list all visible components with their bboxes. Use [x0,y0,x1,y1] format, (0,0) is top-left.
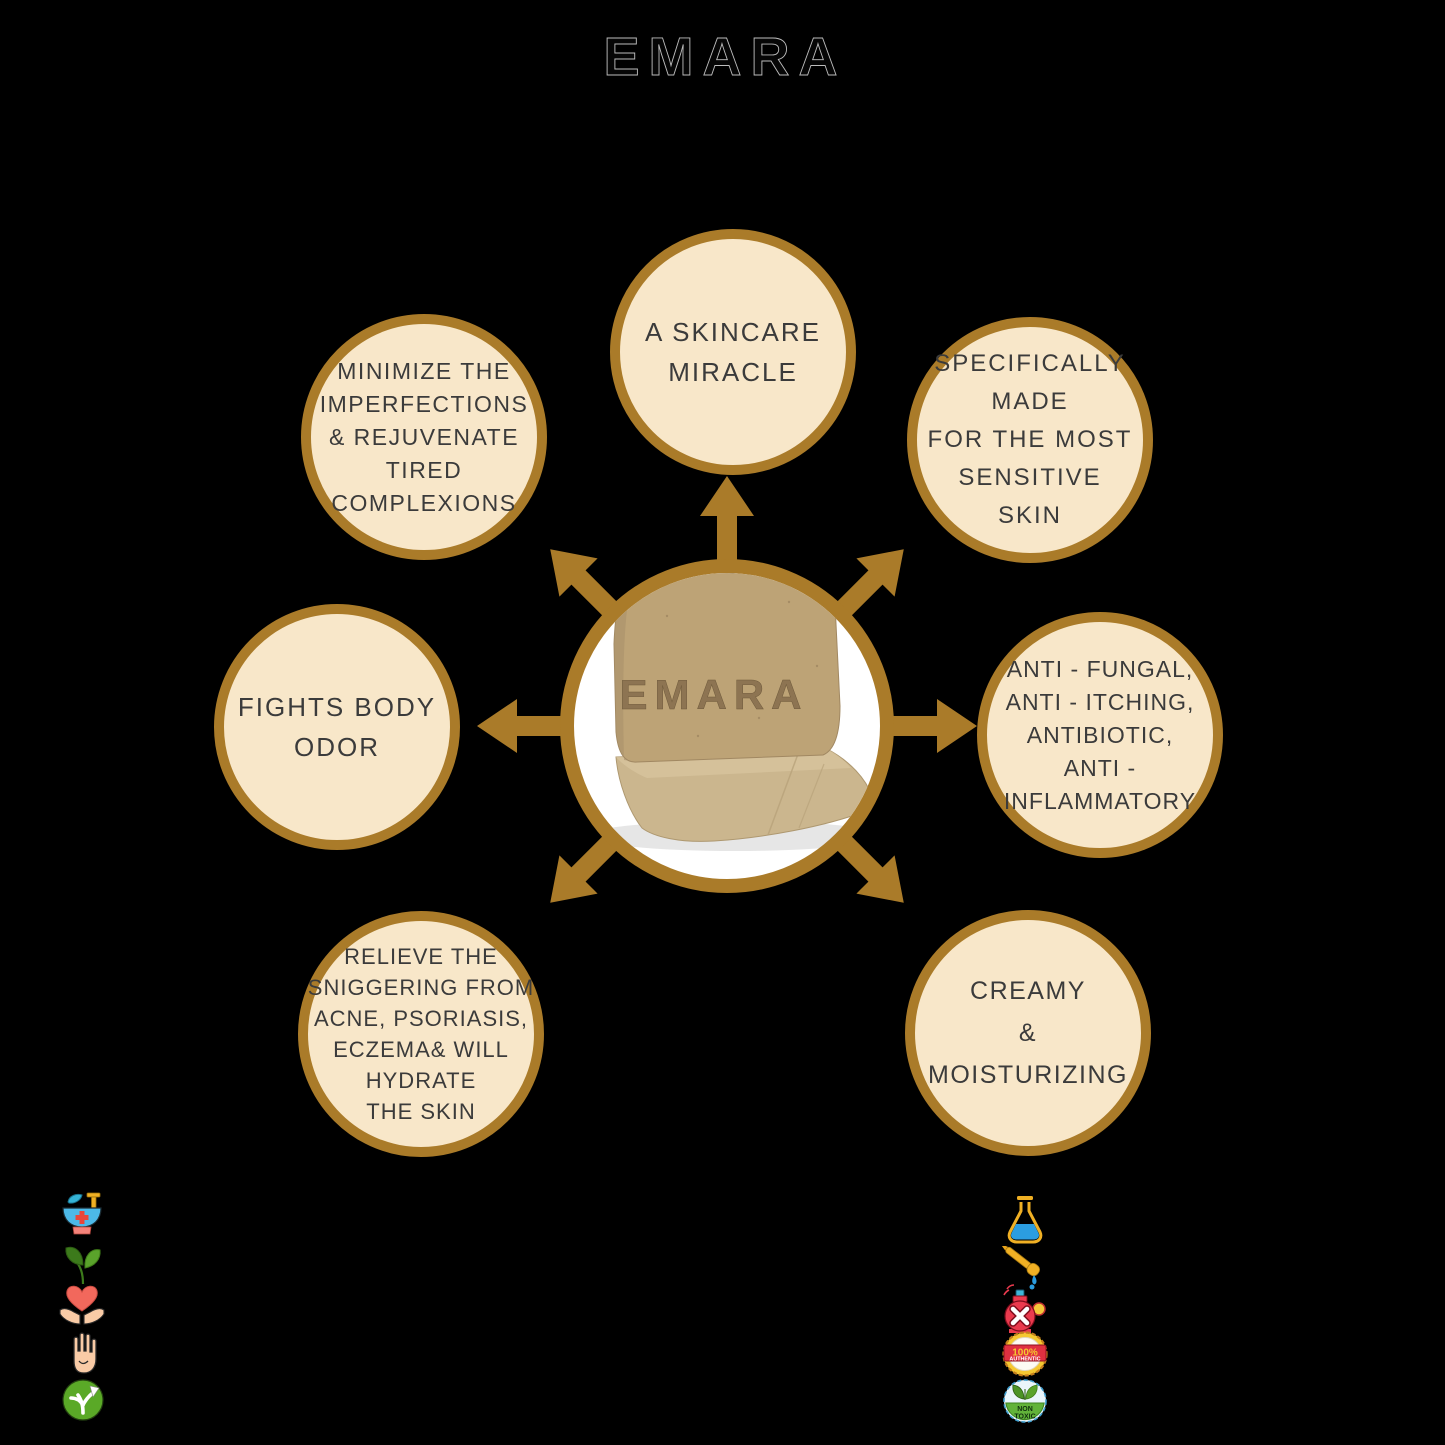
arrow-lower-left [550,824,629,903]
benefit-line: THE SKIN [366,1099,476,1124]
benefit-circle-top: A SKINCARE MIRACLE [610,229,856,475]
dropper-icon [1000,1243,1050,1290]
benefit-circle-top-right: SPECIFICALLY MADE FOR THE MOST SENSITIVE… [907,317,1153,563]
benefit-line: MADE [991,388,1069,415]
non-toxic-badge-top-text: NON [1017,1406,1033,1413]
benefit-line: MOISTURIZING [928,1061,1128,1089]
benefit-circle-bottom-right: CREAMY & MOISTURIZING [905,910,1151,1156]
benefit-line: & [1018,1019,1038,1047]
benefit-line: ECZEMA& WILL [333,1037,509,1062]
benefit-line: A SKINCARE [644,317,822,347]
non-toxic-badge-bottom-text: TOXIC [1014,1414,1035,1421]
no-synthetic-fragrance-icon [999,1282,1051,1336]
benefit-line: ACNE, PSORIASIS, [313,1006,529,1031]
benefit-line: MINIMIZE THE [337,357,511,384]
benefit-line: CREAMY [970,977,1086,1005]
brand-logo: EMARA [555,22,895,94]
arrow-upper-right [825,549,904,628]
mortar-pestle-icon [56,1191,108,1239]
lab-flask-icon [1002,1194,1048,1246]
natural-leaves-icon [60,1240,106,1286]
benefit-line: SENSITIVE [958,464,1102,491]
benefit-line: ANTI - [1063,754,1137,781]
heart-in-hands-icon [57,1281,107,1327]
benefit-line: IMPERFECTIONS [319,390,529,417]
benefit-line: SPECIFICALLY [934,350,1126,377]
arrow-left [477,699,577,753]
benefit-line: COMPLEXIONS [331,489,517,516]
benefit-line: INFLAMMATORY [1003,787,1197,814]
benefit-line: MIRACLE [668,357,798,387]
brand-logo-text: EMARA [604,27,847,87]
soap-bar-top [613,573,841,763]
vegan-sprout-icon [60,1377,106,1423]
non-toxic-badge-icon: NON TOXIC [1001,1377,1049,1425]
arrow-lower-right [825,824,904,903]
benefit-line: ANTI - FUNGAL, [1006,655,1194,682]
center-hub: EMARA [467,466,987,986]
benefit-line: ODOR [294,732,380,762]
benefit-circle-left: FIGHTS BODY ODOR [214,604,460,850]
benefit-line: ANTIBIOTIC, [1026,721,1174,748]
raised-hand-icon [62,1328,104,1376]
authentic-badge-bottom-text: AUTHENTIC [1009,1357,1040,1363]
soap-stamp-text: EMARA [620,671,809,718]
benefit-circle-top-left: MINIMIZE THE IMPERFECTIONS & REJUVENATE … [301,314,547,560]
benefit-line: FOR THE MOST [927,426,1133,453]
authentic-badge-top-text: 100% [1012,1348,1038,1359]
benefit-line: RELIEVE THE [344,944,498,969]
arrow-up [700,476,754,576]
benefit-line: TIRED [385,456,463,483]
benefit-circle-bottom-left: RELIEVE THE SNIGGERING FROM ACNE, PSORIA… [298,911,544,1157]
benefit-line: FIGHTS BODY [237,692,437,722]
arrow-right [877,699,977,753]
benefit-line: SNIGGERING FROM [307,975,535,1000]
benefit-line: & REJUVENATE [328,423,520,450]
radial-arrows [477,476,977,903]
benefit-line: HYDRATE [365,1068,477,1093]
soap-product-photo: EMARA [587,573,880,851]
authentic-100-badge-icon: 100% AUTHENTIC [1001,1330,1049,1378]
benefit-line: ANTI - ITCHING, [1005,688,1195,715]
benefit-line: SKIN [997,502,1062,529]
benefit-circle-right: ANTI - FUNGAL, ANTI - ITCHING, ANTIBIOTI… [977,612,1223,858]
arrow-upper-left [550,549,629,628]
